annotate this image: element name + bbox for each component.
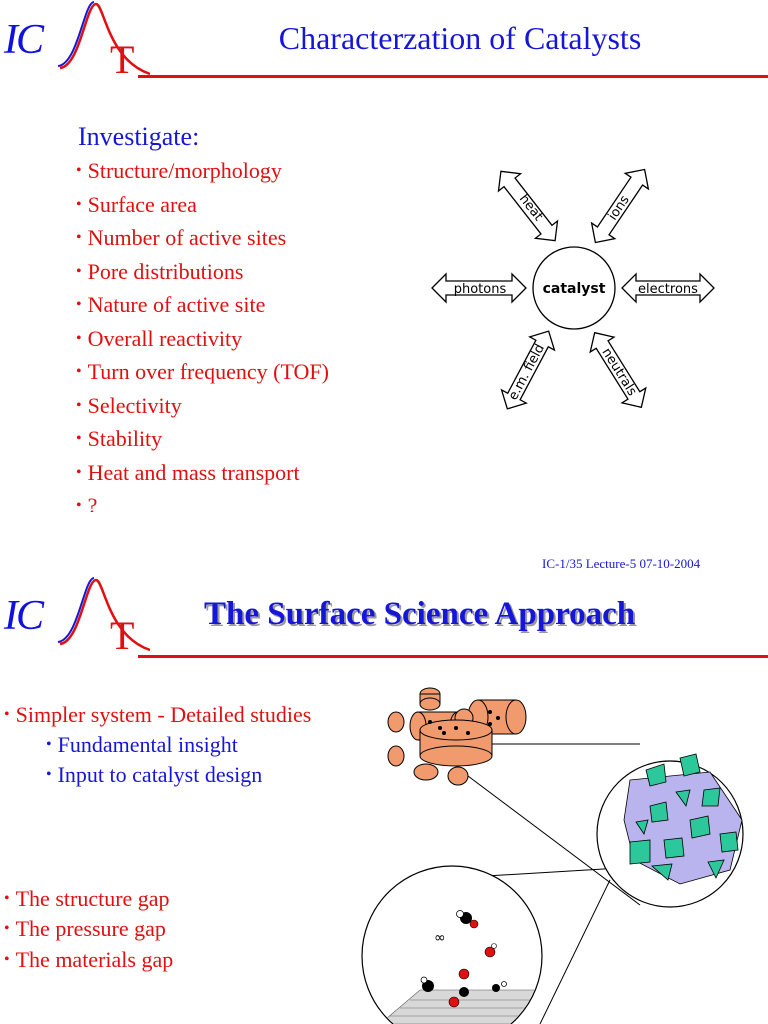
catalyst-pellets-icon — [387, 687, 527, 786]
list-item: •Surface area — [76, 191, 197, 217]
slide-title: The Surface Science Approach — [204, 596, 636, 632]
photons-label: photons — [454, 282, 507, 297]
electrons-arrow-icon — [621, 272, 715, 304]
heat-arrow-icon — [497, 170, 559, 242]
slide-2: IC T — [0, 576, 768, 1024]
electrons-label: electrons — [638, 282, 698, 297]
catalyst-circle — [532, 246, 616, 330]
list-item: •Heat and mass transport — [76, 459, 300, 485]
gap-item: •The pressure gap — [4, 916, 166, 941]
investigate-list: •Structure/morphology •Surface area •Num… — [76, 156, 329, 512]
catalyst-label: catalyst — [543, 281, 606, 297]
logo-t: T — [110, 613, 135, 658]
logo-t: T — [110, 37, 135, 82]
sub-bullet: •Input to catalyst design — [46, 762, 263, 787]
list-item: •Structure/morphology — [76, 158, 282, 183]
ions-arrow-icon — [590, 168, 650, 244]
slide-title: Characterzation of Catalysts — [278, 20, 642, 56]
logo-letters: IC — [4, 17, 44, 63]
investigate-heading: Investigate: — [78, 122, 200, 151]
list-item: •Selectivity — [76, 392, 182, 418]
list-item: •Number of active sites — [76, 225, 287, 250]
gap-item: •The structure gap — [4, 886, 170, 911]
crystal-surface-icon — [379, 910, 541, 1024]
list-item: •Overall reactivity — [76, 325, 243, 351]
list-item: •Turn over frequency (TOF) — [76, 359, 329, 384]
slide-1: IC T Characterzation of Catalysts Invest… — [0, 0, 768, 512]
title-underline — [138, 655, 768, 658]
main-bullet: •Simpler system - Detailed studies — [4, 702, 312, 727]
gap-item: •The materials gap — [4, 947, 174, 972]
title-underline — [138, 75, 768, 78]
logo-curve-icon — [57, 1, 150, 76]
logo-curve-icon — [57, 577, 150, 652]
list-item: •Nature of active site — [76, 292, 266, 317]
photons-arrow-icon — [431, 272, 527, 304]
list-item: •Pore distributions — [76, 258, 244, 284]
icat-logo: IC T — [0, 576, 150, 666]
slide-footer: IC-1/35 Lecture-5 07-10-2004 — [542, 556, 701, 571]
neutrals-arrow-icon — [589, 331, 647, 409]
list-item: •? — [76, 493, 98, 512]
sub-bullet: •Fundamental insight — [46, 732, 238, 757]
icat-logo: IC T — [0, 0, 150, 90]
infinity-symbol: ∞ — [434, 930, 446, 946]
supported-particles-icon — [623, 753, 743, 885]
logo-letters: IC — [4, 593, 44, 639]
em-field-arrow-icon — [500, 330, 556, 410]
catalyst-diagram: catalyst photons electrons heat ions e.m… — [431, 168, 715, 410]
list-item: •Stability — [76, 426, 163, 451]
